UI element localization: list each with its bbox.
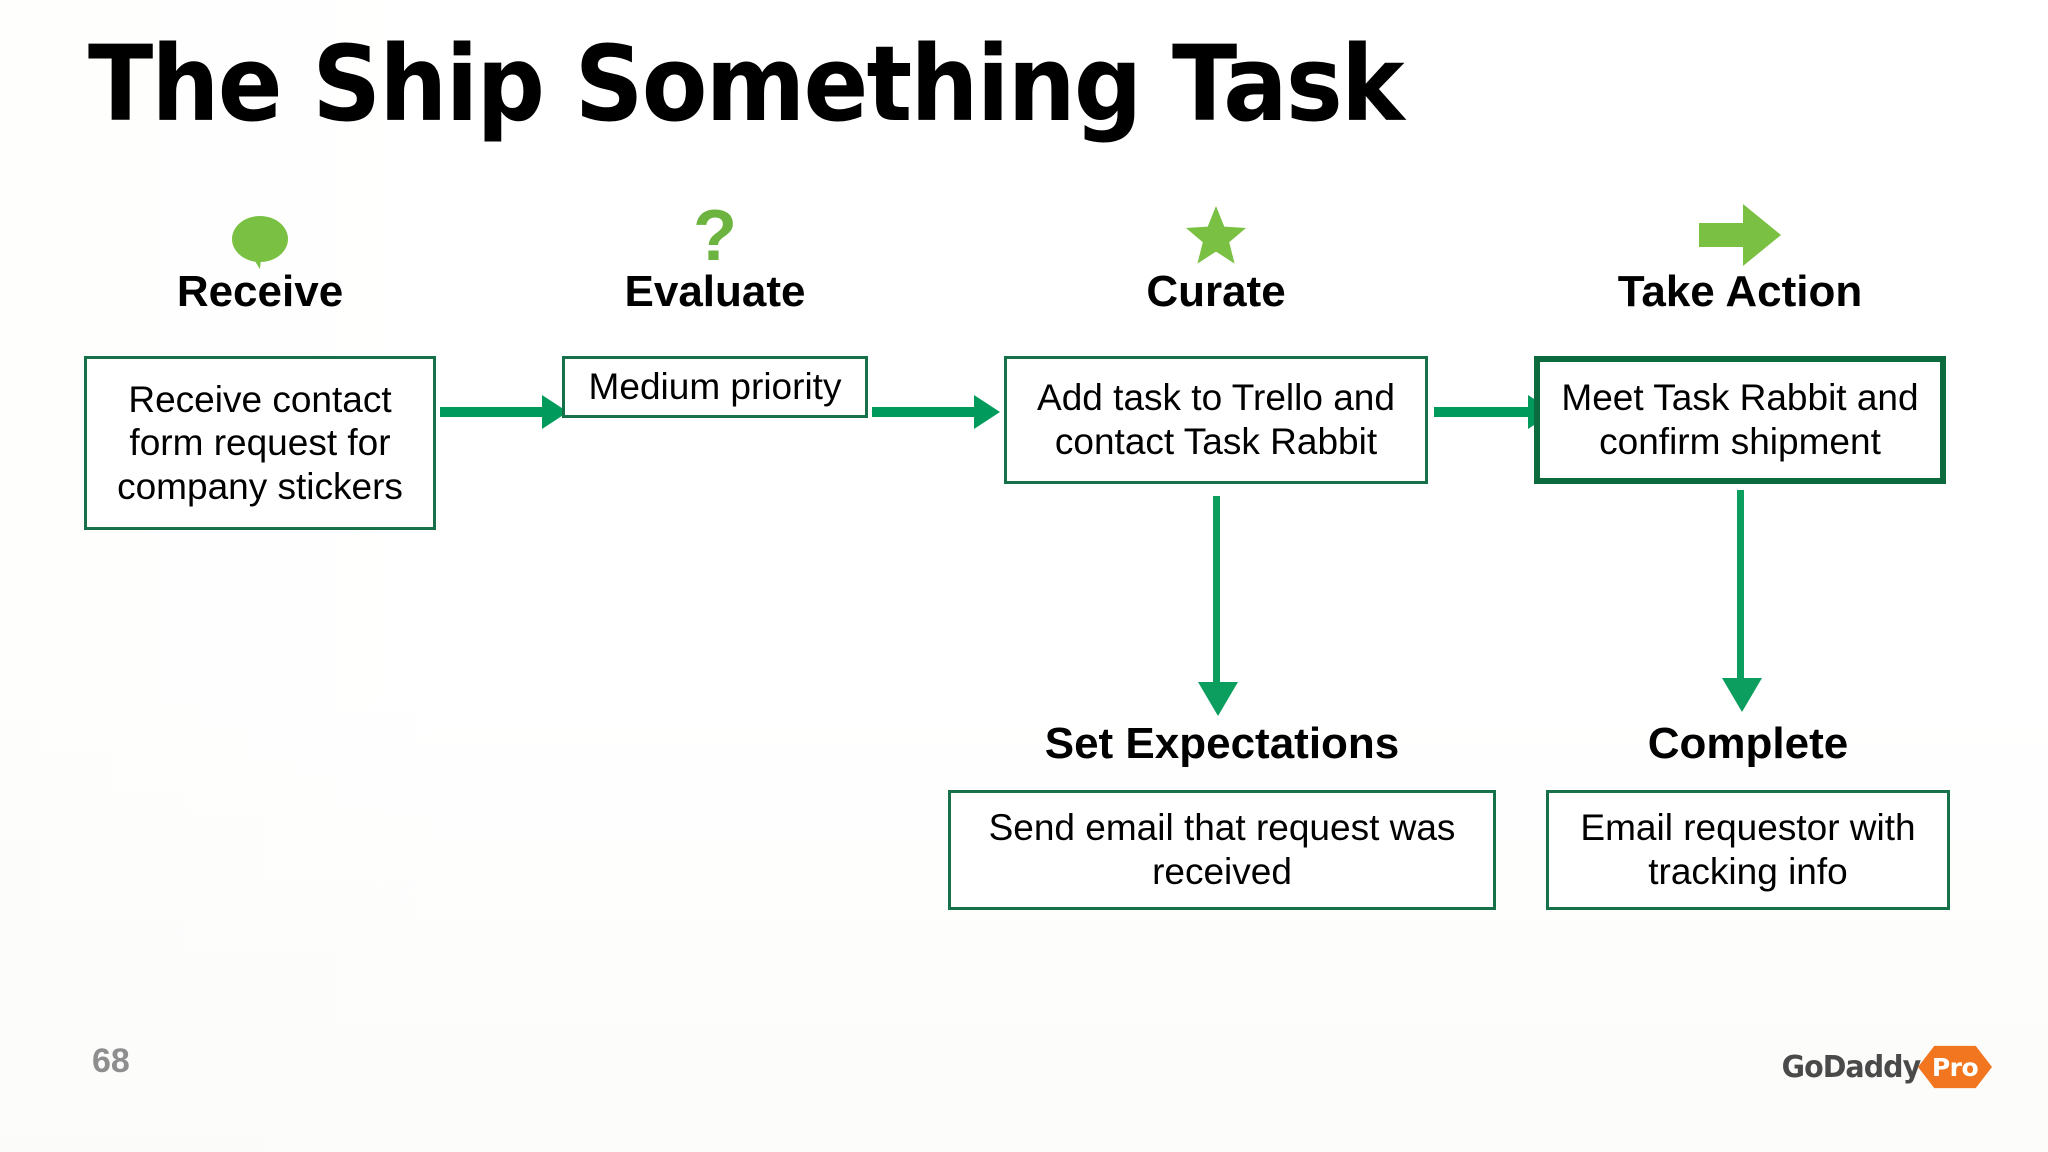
stage-evaluate: ? Evaluate Medium priority — [562, 198, 868, 458]
stage-label-receive: Receive — [176, 267, 344, 316]
brand-wordmark: GoDaddy — [1781, 1049, 1922, 1085]
pro-badge-label: Pro — [1931, 1052, 1979, 1082]
stage-label-take-action: Take Action — [1617, 267, 1863, 316]
stage-box-take-action[interactable]: Meet Task Rabbit and confirm shipment — [1534, 356, 1946, 484]
page-number: 68 — [92, 1042, 130, 1080]
question-mark-icon: ? — [693, 195, 737, 276]
godaddy-pro-logo: GoDaddy Pro — [1778, 1045, 1992, 1089]
stage-complete: Complete Email requestor with tracking i… — [1546, 722, 1950, 912]
stage-box-set-expectations[interactable]: Send email that request was received — [948, 790, 1496, 910]
connector-evaluate-to-curate — [872, 395, 1000, 429]
stage-set-expectations: Set Expectations Send email that request… — [948, 722, 1496, 912]
stage-label-curate: Curate — [1146, 267, 1286, 316]
stage-box-complete[interactable]: Email requestor with tracking info — [1546, 790, 1950, 910]
speech-bubble-icon — [84, 198, 436, 270]
page-title: The Ship Something Task — [88, 23, 1405, 145]
stage-box-curate[interactable]: Add task to Trello and contact Task Rabb… — [1004, 356, 1428, 484]
stage-curate: Curate Add task to Trello and contact Ta… — [1004, 198, 1428, 498]
connector-receive-to-evaluate — [440, 395, 568, 429]
pro-badge-icon: Pro — [1918, 1045, 1992, 1089]
stage-box-receive[interactable]: Receive contact form request for company… — [84, 356, 436, 530]
stage-label-complete: Complete — [1647, 719, 1849, 768]
stage-label-set-expectations: Set Expectations — [1044, 719, 1400, 768]
right-arrow-icon — [1534, 198, 1946, 266]
stage-receive: Receive Receive contact form request for… — [84, 198, 436, 530]
connector-curate-to-set-expectations — [1198, 496, 1238, 716]
stage-take-action: Take Action Meet Task Rabbit and confirm… — [1534, 198, 1946, 498]
stage-label-evaluate: Evaluate — [624, 267, 806, 316]
connector-take-action-to-complete — [1722, 490, 1762, 712]
star-icon — [1004, 198, 1428, 266]
stage-box-evaluate[interactable]: Medium priority — [562, 356, 868, 418]
